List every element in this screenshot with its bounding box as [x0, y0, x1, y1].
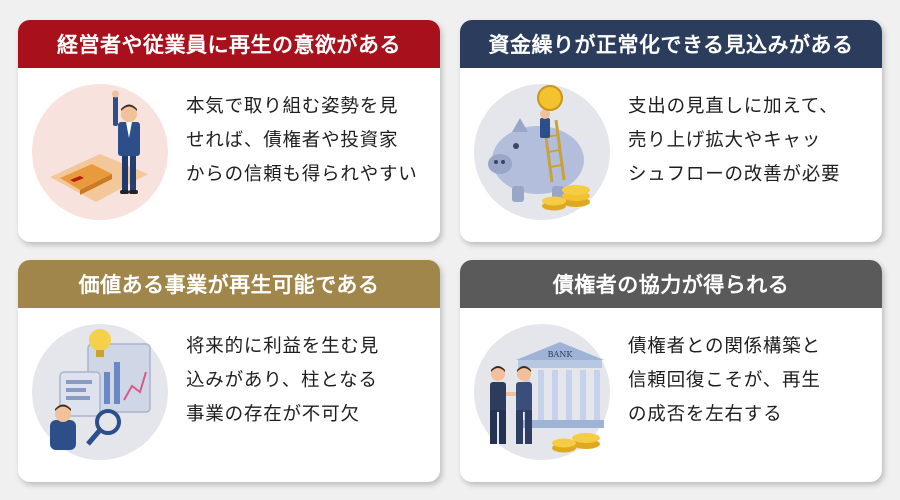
card-title: 経営者や従業員に再生の意欲がある: [18, 20, 440, 68]
bank-label: BANK: [548, 350, 574, 359]
description-line: 本気で取り組む姿勢を見: [186, 96, 399, 117]
piggy-bank-coins-icon: [472, 82, 612, 222]
business-analysis-icon: [30, 322, 170, 462]
card-title: 価値ある事業が再生可能である: [18, 260, 440, 308]
card-valuable-business: 価値ある事業が再生可能である: [18, 260, 440, 482]
bank-handshake-icon: BANK: [472, 322, 612, 462]
description-line: 支出の見直しに加えて、: [628, 96, 839, 117]
description-line: シュフローの改善が必要: [628, 164, 841, 185]
description-line: 込みがあり、柱となる: [186, 370, 378, 391]
card-description: 支出の見直しに加えて、 売り上げ拡大やキャッ シュフローの改善が必要: [628, 90, 868, 192]
description-line: の成否を左右する: [628, 404, 783, 425]
description-line: 債権者との関係構築と: [628, 336, 821, 357]
description-line: からの信頼も得られやすい: [186, 164, 418, 185]
card-title: 資金繰りが正常化できる見込みがある: [460, 20, 882, 68]
description-line: 信頼回復こそが、再生: [628, 370, 821, 391]
card-description: 将来的に利益を生む見 込みがあり、柱となる 事業の存在が不可欠: [186, 330, 426, 432]
description-line: 事業の存在が不可欠: [186, 404, 360, 425]
card-description: 本気で取り組む姿勢を見 せれば、債権者や投資家 からの信頼も得られやすい: [186, 90, 426, 192]
description-line: 売り上げ拡大やキャッ: [628, 130, 822, 151]
card-creditor-cooperation: 債権者の協力が得られる BANK: [460, 260, 882, 482]
card-cashflow: 資金繰りが正常化できる見込みがある: [460, 20, 882, 242]
motivated-businessman-icon: [30, 82, 170, 222]
card-description: 債権者との関係構築と 信頼回復こそが、再生 の成否を左右する: [628, 330, 868, 432]
description-line: 将来的に利益を生む見: [186, 336, 380, 357]
card-title: 債権者の協力が得られる: [460, 260, 882, 308]
card-motivation: 経営者や従業員に再生の意欲がある 本気で取り組む姿勢を: [18, 20, 440, 242]
description-line: せれば、債権者や投資家: [186, 130, 399, 151]
